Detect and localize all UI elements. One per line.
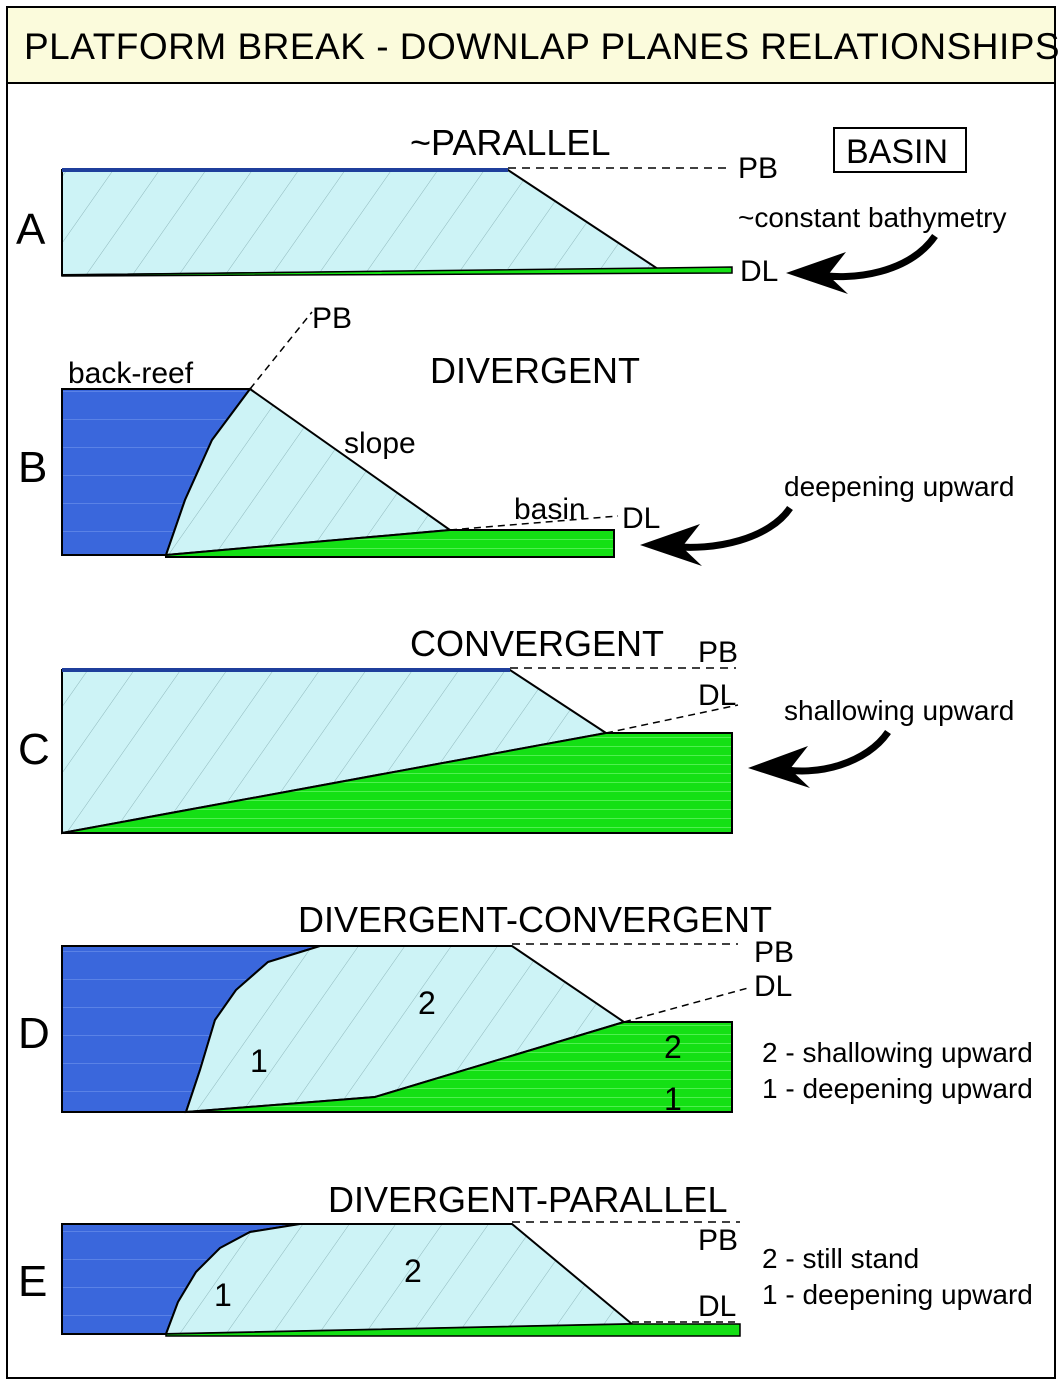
panel-a-slope-wedge <box>61 169 662 277</box>
panel-b: B DIVERGENT back-reef slope basin PB DL … <box>18 302 1014 566</box>
panel-e-basin-layer <box>165 1323 741 1337</box>
panel-a-heading: ~PARALLEL <box>410 122 610 163</box>
panel-e-pb-label: PB <box>698 1224 738 1257</box>
basin-box <box>833 127 967 173</box>
panel-a-dl-label: DL <box>740 255 778 288</box>
panel-c: C CONVERGENT PB DL shallowing upward <box>18 623 1014 835</box>
panel-c-dl-line <box>605 704 739 734</box>
panel-b-slope-wedge <box>164 387 453 557</box>
basin-box-label: BASIN <box>846 133 948 171</box>
panel-b-dl-line <box>449 515 619 531</box>
panel-e-zone-2: 2 <box>404 1253 422 1289</box>
panel-e-dl-label: DL <box>698 1290 736 1323</box>
panel-c-heading: CONVERGENT <box>410 623 664 664</box>
panel-d-basin-1: 1 <box>664 1081 682 1117</box>
panel-e-legend-2: 2 - still stand <box>762 1243 919 1274</box>
panel-a-arrow <box>786 233 938 294</box>
panel-b-basin-label: basin <box>514 493 586 526</box>
panel-b-note: deepening upward <box>784 471 1014 502</box>
panel-e-zone-1: 1 <box>214 1277 232 1313</box>
panel-e: E DIVERGENT-PARALLEL PB DL 1 2 2 - still… <box>18 1179 1033 1337</box>
panel-b-letter: B <box>18 443 47 492</box>
panel-c-arrow <box>748 729 891 788</box>
panel-b-slope-label: slope <box>344 427 416 460</box>
panel-e-slope-wedge <box>164 1223 635 1336</box>
panel-a-basin-layer <box>61 266 733 277</box>
panel-b-pb-line <box>249 311 313 390</box>
panel-e-letter: E <box>18 1257 47 1306</box>
panel-c-pb-label: PB <box>698 636 738 669</box>
panel-c-dl-label: DL <box>698 679 736 712</box>
panel-c-letter: C <box>18 725 50 774</box>
panel-d-basin-2: 2 <box>664 1029 682 1065</box>
panel-e-legend-1: 1 - deepening upward <box>762 1279 1033 1310</box>
panel-a-note: ~constant bathymetry <box>738 202 1006 233</box>
panel-c-note: shallowing upward <box>784 695 1014 726</box>
panel-a-letter: A <box>16 205 46 254</box>
panel-d-legend-1: 1 - deepening upward <box>762 1073 1033 1104</box>
panel-e-heading: DIVERGENT-PARALLEL <box>328 1179 727 1220</box>
panel-d-dl-label: DL <box>754 970 792 1003</box>
panel-d-slope-wedge <box>184 945 627 1114</box>
diagram-title: PLATFORM BREAK - DOWNLAP PLANES RELATION… <box>24 26 1061 67</box>
panel-d-basin-layer <box>185 1021 733 1113</box>
panel-b-pb-label: PB <box>312 302 352 335</box>
panel-d-zone-2: 2 <box>418 985 436 1021</box>
panel-a-pb-label: PB <box>738 152 778 185</box>
title-bar: PLATFORM BREAK - DOWNLAP PLANES RELATION… <box>8 8 1060 84</box>
panel-b-basin-layer <box>165 529 615 558</box>
panel-b-dl-label: DL <box>622 502 660 535</box>
panel-b-backreef-label: back-reef <box>68 357 194 390</box>
panel-b-heading: DIVERGENT <box>430 350 640 391</box>
panel-d: D DIVERGENT-CONVERGENT PB DL 1 2 2 1 2 -… <box>18 899 1033 1117</box>
panel-d-dl-line <box>623 987 749 1023</box>
panel-a: A ~PARALLEL BASIN PB DL ~constant bathym… <box>16 122 1006 294</box>
panel-d-letter: D <box>18 1009 50 1058</box>
panel-b-arrow <box>640 505 793 566</box>
panel-d-heading: DIVERGENT-CONVERGENT <box>298 899 772 940</box>
panel-d-zone-1: 1 <box>250 1043 268 1079</box>
panel-d-legend-2: 2 - shallowing upward <box>762 1037 1033 1068</box>
panel-d-pb-label: PB <box>754 936 794 969</box>
panel-c-basin-layer <box>61 732 733 834</box>
